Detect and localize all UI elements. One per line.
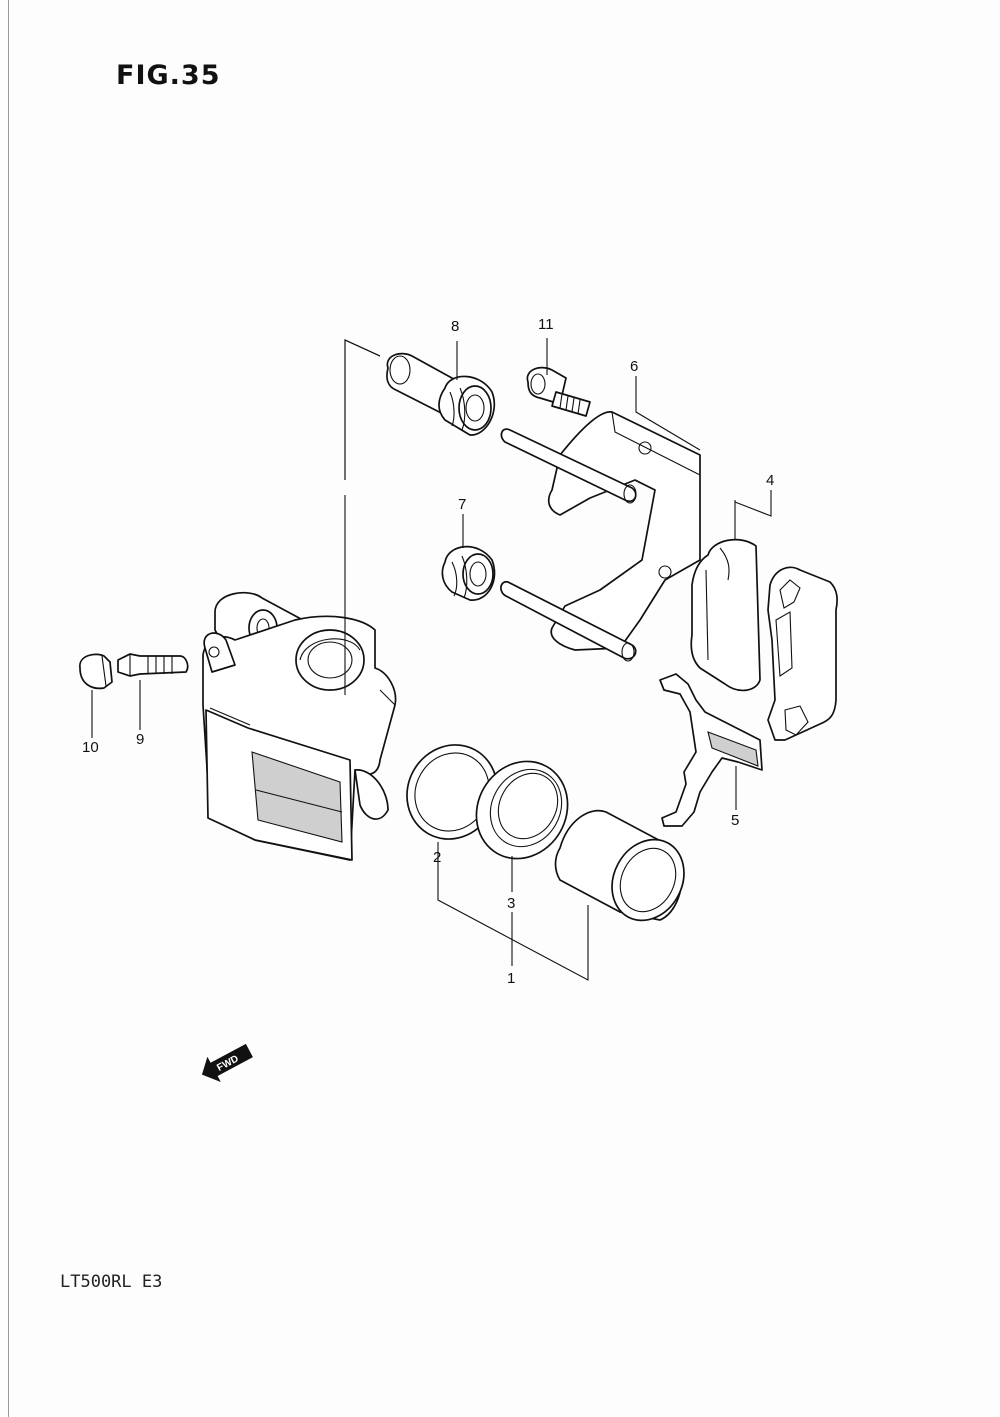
model-code: LT500RL E3 (60, 1272, 163, 1292)
figure-title: FIG.35 (116, 60, 221, 91)
callout-8: 8 (451, 318, 459, 335)
leader-pin-to-caliper (344, 339, 381, 480)
callout-3: 3 (507, 895, 515, 912)
caliper-holder-6 (500, 411, 701, 662)
callout-4: 4 (766, 472, 774, 489)
callout-leaders (91, 338, 772, 981)
callout-2: 2 (433, 849, 441, 866)
boot-7 (441, 545, 496, 601)
callout-1: 1 (507, 970, 515, 987)
bleeder-cap-10 (79, 653, 113, 690)
fwd-arrow-icon: FWD (201, 1043, 253, 1083)
fwd-label: FWD (215, 1053, 240, 1073)
callout-7: 7 (458, 496, 466, 513)
page-edge-line (8, 0, 9, 1417)
piston-1 (554, 809, 685, 922)
callout-6: 6 (630, 358, 638, 375)
callout-9: 9 (136, 731, 144, 748)
pad-spring-5 (659, 673, 763, 827)
slide-pin-boot-8 (386, 352, 496, 436)
callout-10: 10 (82, 739, 99, 756)
callout-5: 5 (731, 812, 739, 829)
dust-seal-3 (475, 760, 569, 860)
bolt-11 (526, 366, 591, 417)
callout-11: 11 (538, 316, 554, 333)
brake-pad-set-4 (690, 500, 838, 741)
bleeder-valve-9 (117, 653, 189, 677)
caliper-body (202, 591, 397, 861)
